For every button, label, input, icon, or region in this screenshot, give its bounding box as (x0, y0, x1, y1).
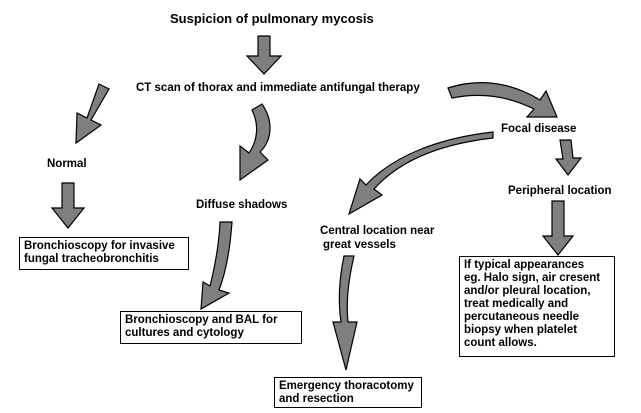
box-bronchioscopy-bal: Bronchioscopy and BAL for cultures and c… (120, 311, 302, 344)
box-line: treat medically and (464, 298, 569, 310)
arrow-diffuse-to-box2 (200, 221, 233, 311)
node-ct-scan: CT scan of thorax and immediate antifung… (136, 82, 420, 94)
box-line: fungal tracheobronchitis (24, 253, 159, 265)
arrow-title-to-ct (245, 35, 283, 75)
arrow-normal-to-box1 (50, 182, 86, 229)
arrow-central-to-box3 (332, 255, 358, 371)
node-focal-disease: Focal disease (501, 123, 577, 135)
box-line: cultures and cytology (125, 327, 244, 339)
box-line: If typical appearances (464, 259, 585, 271)
node-diffuse-shadows: Diffuse shadows (196, 199, 288, 211)
box-line: eg. Halo sign, air cresent (464, 272, 601, 284)
node-central-location-line1: Central location near (320, 225, 435, 237)
box-line: and resection (279, 393, 354, 405)
arrow-ct-to-focal (447, 82, 558, 118)
box-line: biopsy when platelet (464, 324, 578, 336)
arrow-peripheral-to-box4 (541, 200, 575, 256)
arrow-focal-to-peripheral (554, 139, 583, 176)
box-line: and/or pleural location, (464, 285, 591, 297)
box-line: Emergency thoracotomy (279, 380, 414, 392)
arrow-focal-to-central (347, 131, 494, 216)
node-peripheral-location: Peripheral location (508, 185, 612, 197)
box-line: Bronchioscopy and BAL for (125, 314, 278, 326)
box-bronchioscopy-invasive: Bronchioscopy for invasive fungal trache… (19, 237, 189, 270)
node-normal: Normal (47, 158, 87, 170)
box-line: Bronchioscopy for invasive (24, 240, 175, 252)
box-line: count allows. (464, 337, 537, 349)
node-central-location-line2: great vessels (323, 239, 396, 251)
arrow-ct-to-diffuse (239, 103, 271, 182)
box-emergency-thoracotomy: Emergency thoracotomy and resection (274, 377, 422, 408)
box-typical-appearances: If typical appearances eg. Halo sign, ai… (459, 256, 615, 357)
box-line: percutaneous needle (464, 311, 580, 323)
diagram-title: Suspicion of pulmonary mycosis (170, 11, 374, 26)
arrow-ct-to-normal (75, 83, 110, 145)
